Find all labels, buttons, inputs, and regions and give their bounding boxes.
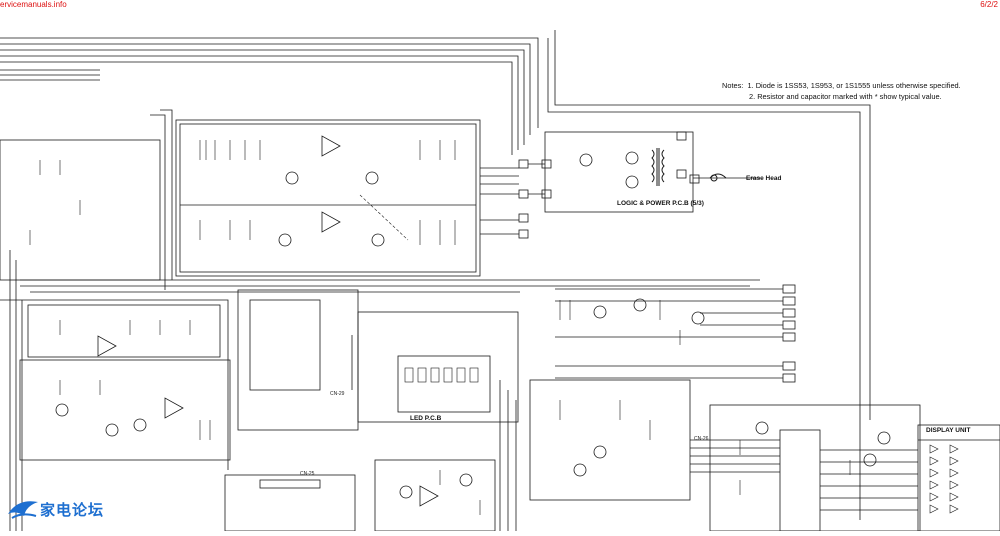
logic-power-pcb-label: LOGIC & POWER P.C.B (5/3)	[617, 200, 704, 207]
led-pcb-label: LED P.C.B	[410, 415, 442, 422]
notes-heading: Notes:	[722, 81, 744, 90]
op-amp-symbols	[97, 135, 439, 507]
date-header: 6/2/2	[980, 0, 998, 9]
wiring-bus	[0, 30, 1000, 532]
transformer-symbol	[651, 148, 727, 186]
display-led-array	[929, 444, 959, 514]
watermark: 家电论坛	[6, 496, 104, 522]
notes-text-2: 2. Resistor and capacitor marked with * …	[749, 92, 942, 101]
transistor-symbols	[55, 151, 891, 499]
watermark-text: 家电论坛	[40, 500, 105, 519]
dashed-link	[359, 194, 409, 241]
passive-components	[29, 140, 851, 515]
notes-line-1: Notes: 1. Diode is 1SS53, 1S953, or 1S15…	[722, 80, 961, 91]
bird-logo-icon	[8, 501, 38, 519]
cn29-label: CN-29	[330, 391, 345, 397]
notes-line-2: 2. Resistor and capacitor marked with * …	[722, 91, 961, 102]
notes-text-1: 1. Diode is 1SS53, 1S953, or 1S1555 unle…	[747, 81, 961, 90]
site-header: ervicemanuals.info	[0, 0, 67, 9]
erase-head-label: Erase Head	[746, 175, 781, 182]
led-segments	[404, 367, 479, 383]
display-unit-label: DISPLAY UNIT	[926, 427, 970, 434]
cn25-label: CN-25	[300, 471, 315, 477]
cn26-label: CN-26	[694, 436, 709, 442]
notes-block: Notes: 1. Diode is 1SS53, 1S953, or 1S15…	[722, 80, 961, 102]
